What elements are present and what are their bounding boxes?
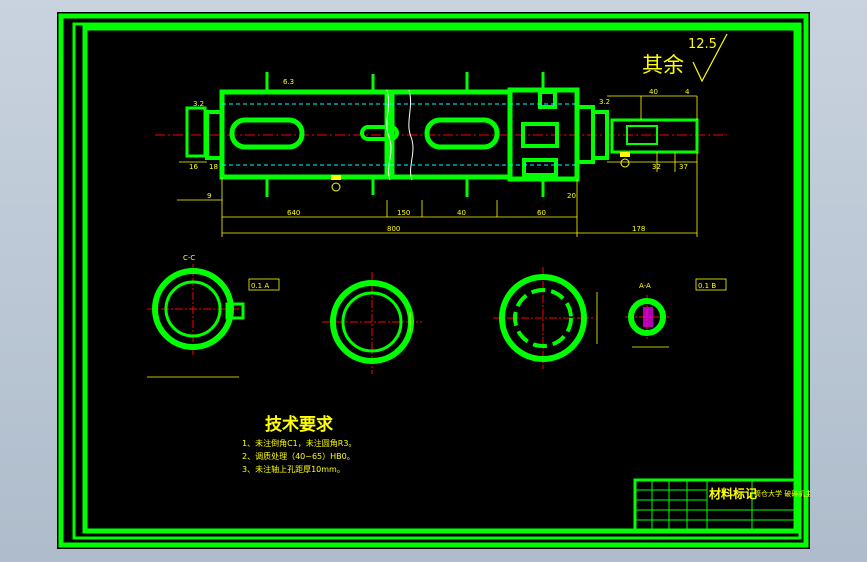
drawing-border: [82, 25, 799, 534]
tolerance-frame: 0.1 A: [251, 282, 269, 290]
dim-segment: 16: [189, 163, 198, 171]
journal-left: [205, 110, 224, 160]
dim-segment: 150: [397, 209, 410, 217]
dimension-labels: 800 178 640 150 40 60 20 9 18 16 32 37 4…: [189, 88, 690, 233]
tech-requirements: 技术要求 1、未注倒角C1，未注圆角R3。 2、调质处理（40~65）HB0。 …: [242, 414, 356, 474]
section-label: C-C: [183, 254, 195, 262]
dim-segment: 20: [567, 192, 576, 200]
datum-circle: [620, 158, 630, 168]
dimensions: [177, 95, 698, 237]
collar-slot: [521, 122, 559, 148]
roughness-label: 3.2: [599, 98, 610, 106]
tech-requirement-item: 3、未注轴上孔距厚10mm。: [242, 464, 345, 474]
cad-drawing: 其余 12.5: [58, 13, 810, 548]
datum-circle: [331, 182, 341, 192]
keyway-slot-small: [360, 125, 399, 141]
dim-segment: 40: [457, 209, 466, 217]
surface-note: 其余 12.5: [642, 33, 728, 83]
inner-frame: [72, 22, 802, 540]
datum-marker: [331, 175, 341, 180]
dim-overall: 800: [387, 225, 400, 233]
section-label: A-A: [639, 282, 651, 290]
surface-roughness-value: 12.5: [688, 37, 717, 52]
break-line: [408, 89, 414, 181]
section-view-1: C-C 0.1 A: [147, 254, 280, 378]
dim-segment: 32: [652, 163, 661, 171]
drawing-sheet: 其余 12.5: [57, 12, 810, 549]
title-block-side: 筒仓大学 破碎机主轴: [754, 489, 810, 498]
dim-segment: 37: [679, 163, 688, 171]
shaft-main-view: 6.3 3.2 3.2: [185, 72, 699, 197]
end-keyway: [626, 125, 658, 145]
dim-segment: 4: [685, 88, 690, 96]
outer-frame: [58, 13, 809, 548]
collar-key-bottom: [522, 158, 558, 177]
keyway-slot-right: [424, 117, 500, 150]
break-line: [386, 89, 392, 181]
title-block-main: 材料标记: [708, 486, 757, 501]
roughness-label: 6.3: [283, 78, 294, 86]
tech-requirement-item: 2、调质处理（40~65）HB0。: [242, 451, 355, 461]
journal-right: [591, 110, 609, 160]
roughness-symbol: [692, 33, 728, 83]
shaft-end-left: [185, 106, 207, 158]
datum-marker: [620, 152, 630, 157]
roughness-label: 3.2: [193, 100, 204, 108]
dim-segment: 40: [649, 88, 658, 96]
section-view-2: [322, 272, 422, 374]
tech-requirements-title: 技术要求: [265, 414, 333, 435]
section-view-4: A-A 0.1 B: [625, 278, 727, 348]
dim-right-end: 178: [632, 225, 645, 233]
dim-segment: 9: [207, 192, 211, 200]
shaft-end-right: [610, 118, 699, 154]
collar-key-top: [538, 90, 557, 109]
dim-segment: 640: [287, 209, 300, 217]
surface-note-label: 其余: [642, 53, 684, 77]
dim-segment: 18: [209, 163, 218, 171]
tech-requirement-item: 1、未注倒角C1，未注圆角R3。: [242, 438, 356, 448]
title-block: 材料标记 筒仓大学 破碎机主轴: [633, 478, 810, 533]
keyway-slot-left: [229, 117, 305, 150]
dim-segment: 60: [537, 209, 546, 217]
section-view-3: [493, 267, 598, 369]
tolerance-frame: 0.1 B: [698, 282, 716, 290]
